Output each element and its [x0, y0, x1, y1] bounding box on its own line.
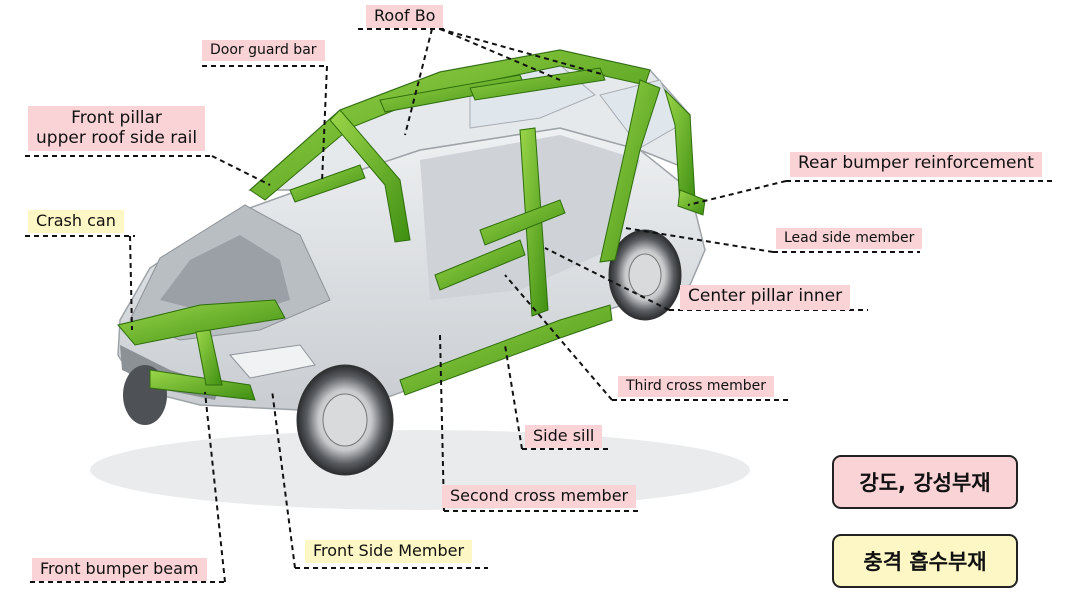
label-front-bumper-beam: Front bumper beam [32, 558, 207, 582]
label-front-pillar-line2: upper roof side rail [36, 127, 198, 148]
legend-impact-absorbing-members-text: 충격 흡수부재 [863, 550, 987, 574]
legend-impact-absorbing-members: 충격 흡수부재 [832, 534, 1018, 588]
label-crash-can: Crash can [28, 210, 124, 234]
label-lead-side-member: Lead side member [776, 228, 923, 250]
label-front-side-member: Front Side Member [305, 540, 473, 564]
legend-strength-members-text: 강도, 강성부재 [859, 471, 991, 495]
leader-lines [25, 28, 1055, 583]
legend-strength-members: 강도, 강성부재 [832, 455, 1018, 509]
label-front-pillar: Front pillar upper roof side rail [28, 106, 206, 152]
label-roof-bow: Roof Bo [366, 5, 444, 29]
label-third-cross-member: Third cross member [618, 376, 775, 398]
label-front-pillar-line1: Front pillar [71, 108, 162, 128]
label-center-pillar-inner: Center pillar inner [680, 285, 851, 310]
label-second-cross-member: Second cross member [442, 485, 637, 509]
label-door-guard-bar: Door guard bar [202, 40, 325, 62]
label-rear-bumper-reinforcement: Rear bumper reinforcement [790, 152, 1042, 177]
label-side-sill: Side sill [525, 425, 603, 449]
